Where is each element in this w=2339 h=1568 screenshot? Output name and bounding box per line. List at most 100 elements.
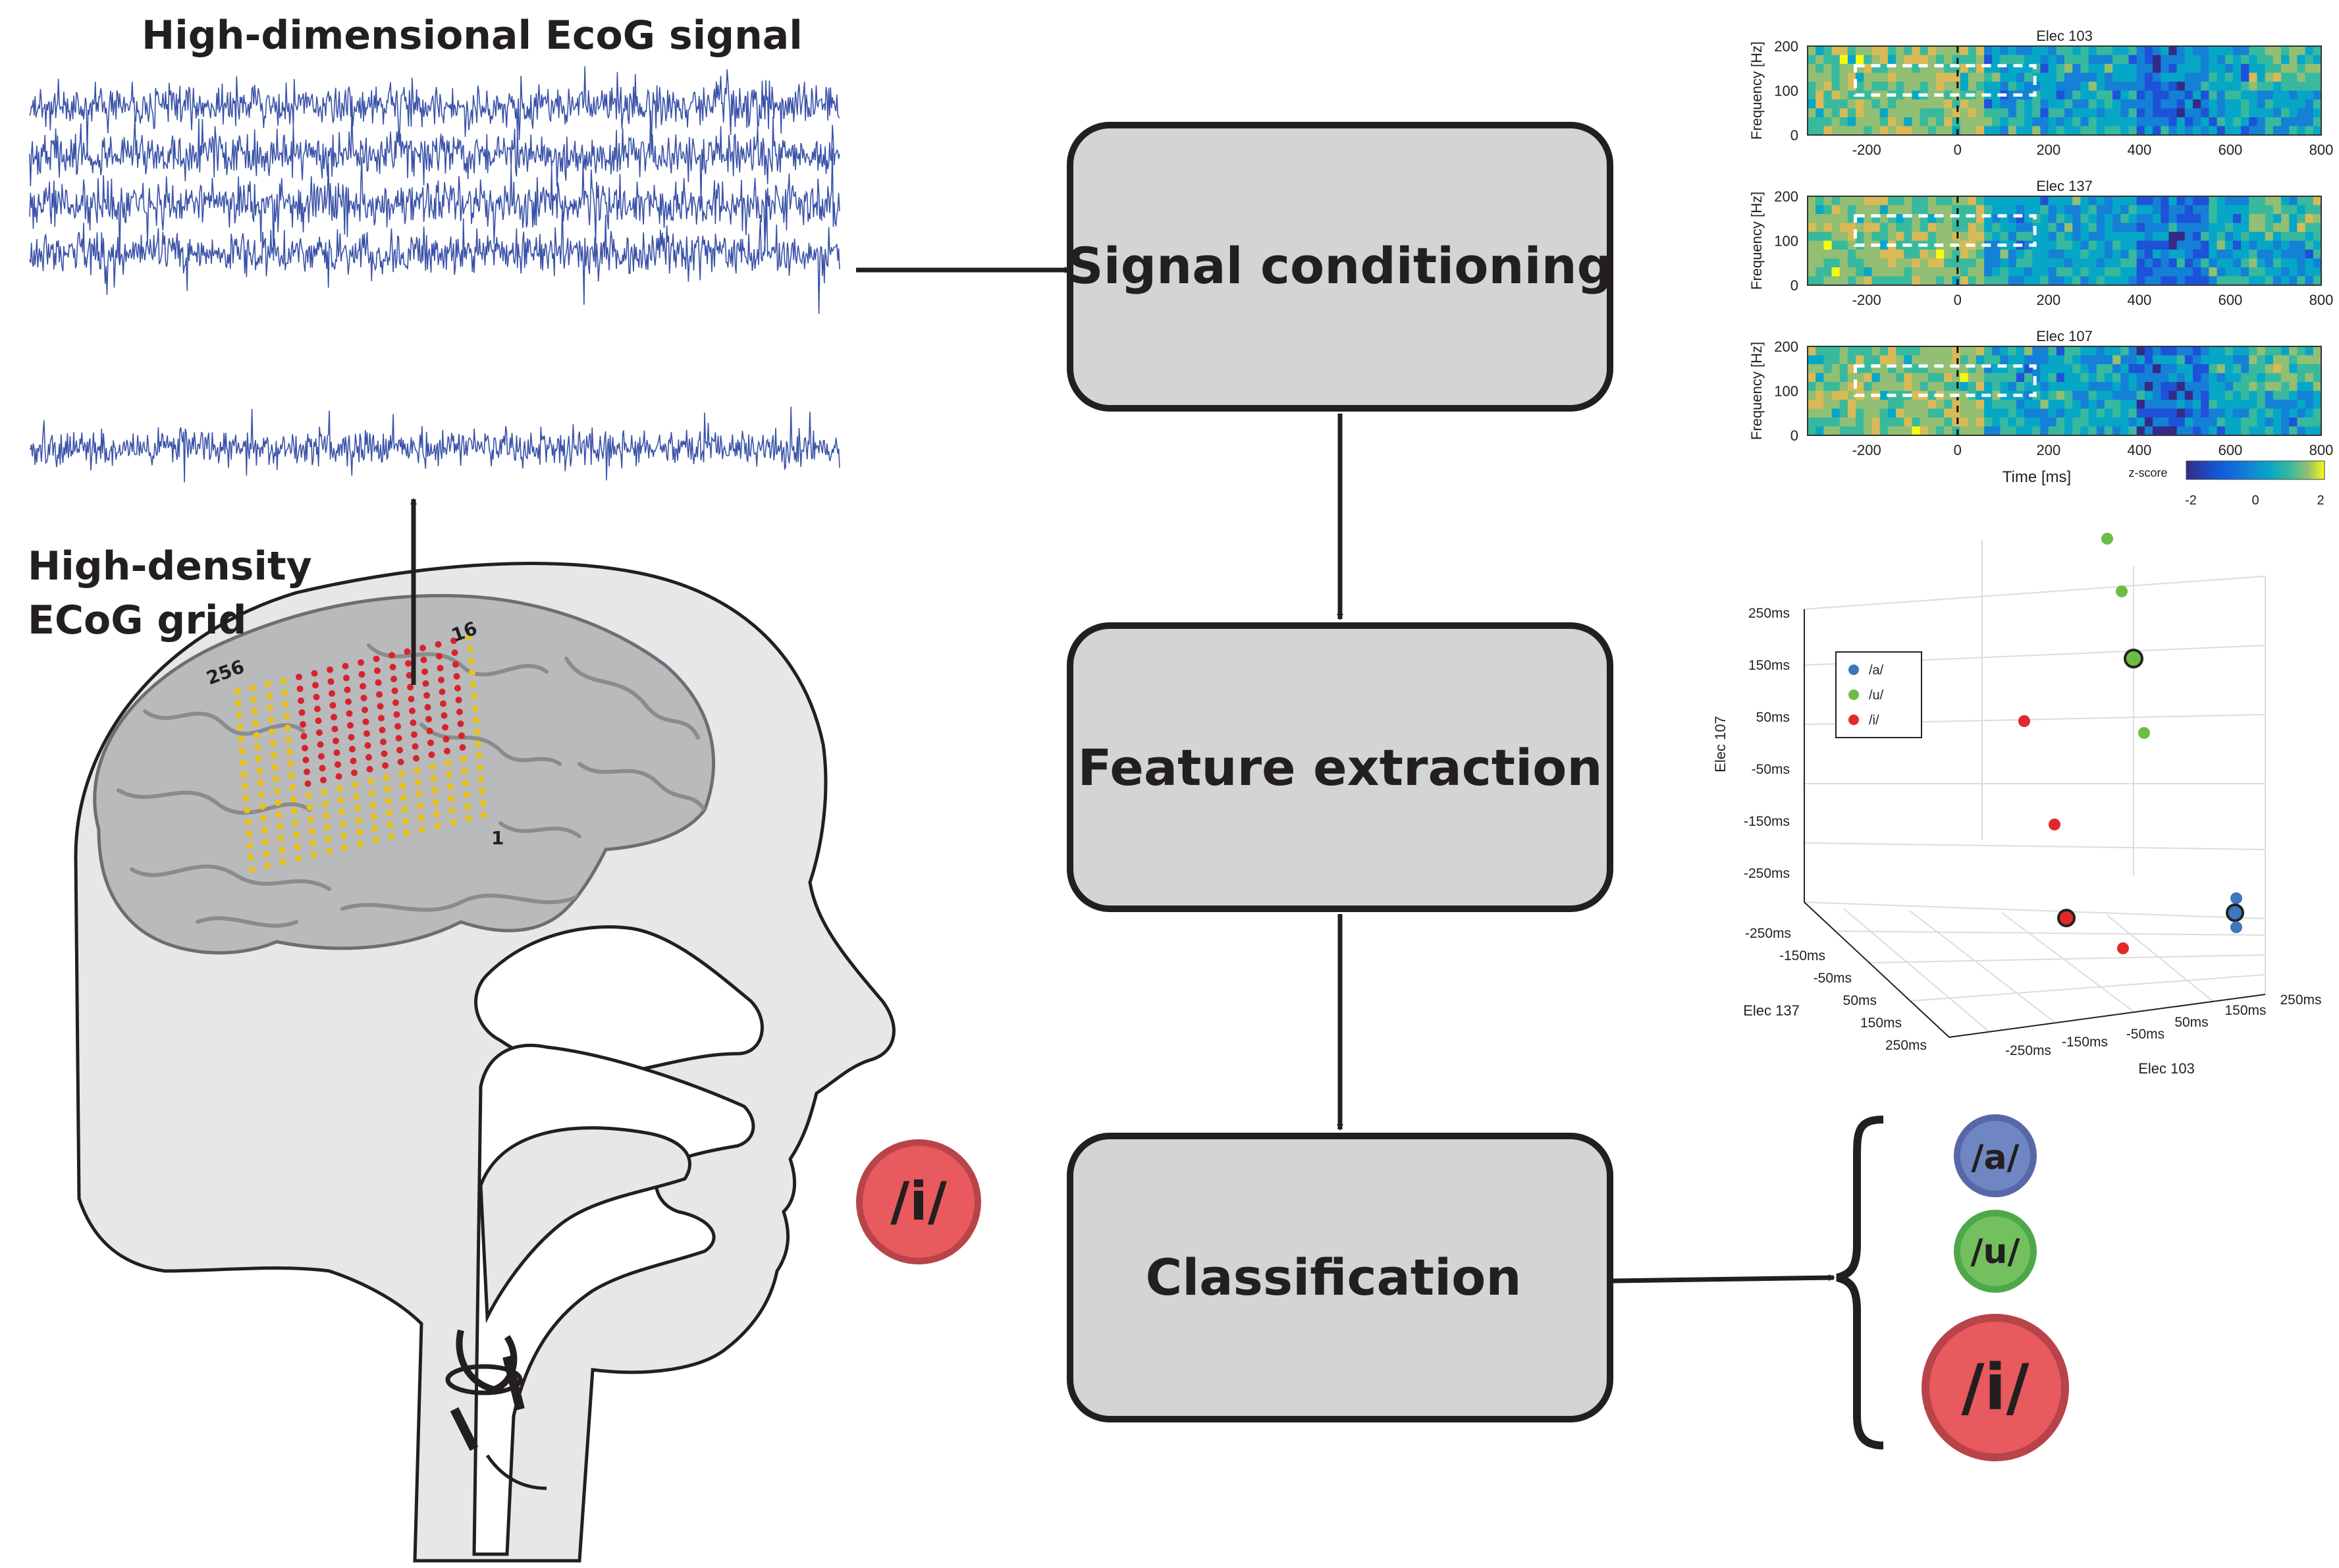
grid-electrode (287, 760, 294, 767)
grid-electrode-selected (389, 652, 395, 659)
grid-electrode-selected (351, 769, 358, 776)
grid-electrode (242, 783, 248, 790)
grid-electrode-selected (311, 670, 318, 677)
grid-electrode (267, 716, 275, 723)
grid-electrode (446, 771, 452, 778)
grid-electrode (324, 824, 331, 831)
grid-electrode-selected (345, 698, 352, 705)
grid-electrode-selected (420, 657, 427, 663)
grid-electrode (340, 832, 347, 839)
grid-electrode-selected (390, 676, 397, 682)
grid-electrode-selected (404, 648, 411, 655)
grid-electrode (469, 669, 475, 676)
grid-electrode (308, 828, 315, 834)
grid-electrode (402, 818, 409, 825)
grid-electrode-selected (375, 679, 382, 686)
grid-electrode-selected (362, 707, 368, 713)
grid-electrode (448, 807, 456, 814)
grid-electrode (352, 781, 359, 788)
spectrogram-title: Elec 137 (2036, 178, 2093, 194)
grid-electrode (479, 799, 487, 807)
spectrogram-xtick: 400 (2128, 142, 2152, 158)
grid-electrode (448, 795, 454, 802)
grid-electrode-selected (333, 749, 340, 756)
grid-electrode-selected (298, 697, 304, 704)
grid-electrode (463, 792, 470, 798)
grid-electrode (294, 843, 301, 850)
spoken-vowel-badge: /i/ (856, 1139, 981, 1264)
grid-electrode-selected (344, 686, 351, 693)
grid-electrode-selected (349, 745, 356, 753)
grid-electrode (258, 791, 265, 798)
point-i (2049, 819, 2060, 830)
ecog-trace (29, 406, 840, 483)
grid-electrode-selected (298, 709, 306, 716)
grid-electrode (403, 830, 410, 836)
grid-electrode (400, 794, 407, 801)
grid-electrode-selected (413, 755, 419, 762)
grid-electrode-selected (459, 744, 466, 751)
grid-electrode-selected (455, 697, 462, 703)
grid-electrode (250, 696, 257, 703)
grid-electrode-selected (296, 686, 304, 692)
grid-electrode-selected (335, 761, 341, 768)
grid-electrode (293, 831, 300, 838)
scatter-xtick: 50ms (1843, 993, 1877, 1008)
grid-electrode-selected (382, 762, 389, 769)
grid-electrode (269, 740, 277, 747)
point-u (2138, 727, 2150, 739)
grid-electrode-selected (376, 691, 383, 698)
scatter-ytick: 50ms (2174, 1015, 2208, 1030)
grid-electrode-selected (350, 757, 357, 765)
spectrogram-xtick: 400 (2128, 292, 2152, 308)
grid-electrode-selected (425, 716, 432, 722)
grid-electrode (385, 798, 392, 805)
grid-electrode-selected (458, 732, 465, 739)
grid-electrode (292, 819, 299, 826)
grid-electrode-selected (358, 659, 364, 666)
grid-electrode (353, 793, 360, 800)
grid-electrode-selected (397, 759, 404, 765)
grid-electrode-selected (331, 726, 338, 732)
grid-electrode (244, 807, 250, 813)
spectrogram-xtick: 400 (2128, 442, 2152, 458)
grid-electrode (256, 767, 263, 774)
grid-electrode-selected (442, 724, 448, 731)
grid-electrode (475, 752, 483, 759)
grid-electrode (259, 803, 266, 810)
pipeline-box-extraction: Feature extraction (1067, 622, 1613, 912)
arrow-classification-to-output (1613, 1274, 1835, 1284)
grid-electrode (467, 645, 473, 653)
grid-electrode-selected (300, 721, 306, 728)
spectrogram-xtick: 800 (2309, 142, 2334, 158)
point-a (2230, 892, 2242, 904)
grid-electrode-selected (427, 740, 434, 746)
legend-a: /a/ (1869, 663, 1884, 678)
grid-electrode (309, 840, 316, 846)
grid-electrode-selected (373, 655, 380, 662)
colorbar-tick-0: -2 (2185, 493, 2197, 508)
output-class-a-label: /a/ (1971, 1138, 2019, 1177)
grid-electrode-selected (396, 747, 403, 753)
grid-electrode-selected (410, 719, 417, 726)
scatter-ytick: 150ms (2224, 1003, 2266, 1018)
spectrogram-title: Elec 107 (2036, 328, 2093, 344)
grid-electrode-selected (304, 780, 311, 787)
grid-electrode-selected (329, 702, 336, 709)
spectrogram-ytick: 200 (1774, 188, 1798, 205)
grid-electrode-selected (315, 717, 322, 724)
scatter-ztick: 50ms (1756, 710, 1790, 725)
pipeline-box-classification: Classification (1067, 1133, 1613, 1422)
grid-electrode-selected (366, 766, 373, 772)
point-a-centroid (2226, 904, 2244, 922)
ecog-trace (29, 66, 840, 156)
grid-electrode-selected (358, 671, 365, 678)
grid-electrode (460, 756, 467, 763)
spectrogram-ytick: 200 (1774, 338, 1798, 355)
grid-electrode (466, 634, 473, 641)
grid-electrode (321, 788, 328, 796)
grid-electrode (269, 728, 275, 735)
spectrogram-ytick: 100 (1774, 83, 1798, 99)
spectrogram-ytick: 200 (1774, 38, 1798, 55)
